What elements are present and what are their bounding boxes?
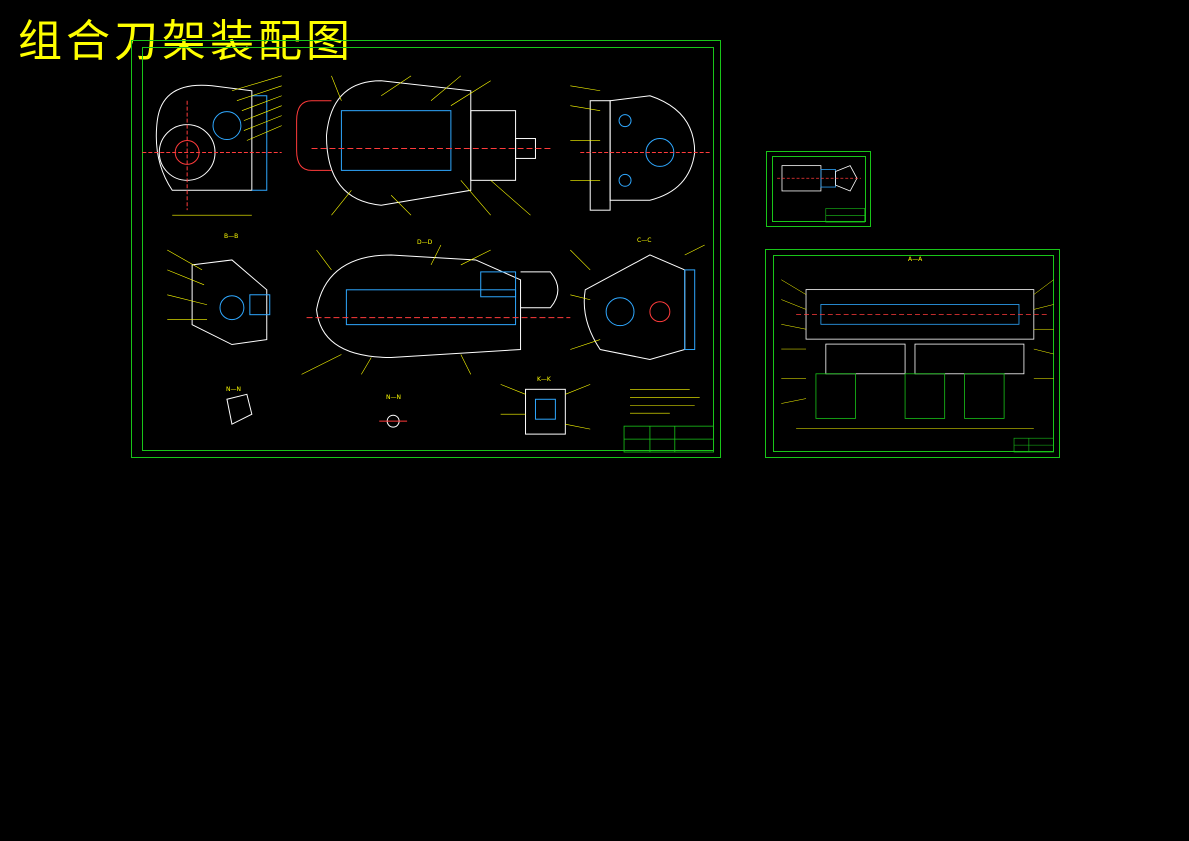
section-a-a-drawing	[781, 279, 1054, 453]
detail-k-k	[525, 388, 566, 435]
technical-notes	[630, 389, 700, 414]
view-label-n-n-left: N—N	[226, 386, 241, 393]
thumbnail-sheet[interactable]	[766, 151, 871, 227]
side-view-right-leaders	[570, 85, 601, 181]
main-drawing-sheet[interactable]: B—B D—D C—C N—N N—N K—K	[131, 40, 721, 458]
detail-k-k-leaders	[500, 384, 591, 430]
section-d-d-leaders	[301, 244, 491, 375]
thumbnail-inner-frame	[772, 156, 866, 222]
main-sheet-drawing	[142, 75, 715, 453]
section-b-b	[191, 259, 271, 346]
view-label-a-a: A—A	[908, 256, 923, 263]
section-d-d	[306, 254, 571, 358]
side-view-right	[580, 95, 710, 211]
side-view-left-leaders	[172, 75, 282, 216]
drawing-title: 组合刀架装配图	[18, 16, 354, 67]
section-c-c	[583, 254, 696, 360]
detail-n-n-left	[226, 393, 253, 425]
section-a-a-inner-frame	[773, 255, 1054, 452]
section-view-top-leaders	[331, 75, 531, 216]
section-b-b-leaders	[167, 249, 208, 320]
title-block	[623, 425, 715, 453]
view-label-b-b: B—B	[224, 233, 239, 240]
section-c-c-leaders	[570, 244, 705, 350]
view-label-n-n-mid: N—N	[386, 394, 401, 401]
section-a-a-sheet[interactable]: A—A	[765, 249, 1060, 458]
section-view-top	[296, 80, 551, 206]
main-sheet-inner-frame	[142, 47, 714, 451]
view-label-k-k: K—K	[537, 376, 551, 383]
view-label-d-d: D—D	[417, 239, 433, 246]
detail-n-n-mid	[379, 414, 408, 428]
view-label-c-c: C—C	[637, 237, 652, 244]
side-view-left	[142, 84, 282, 211]
thumbnail-drawing	[777, 165, 866, 223]
